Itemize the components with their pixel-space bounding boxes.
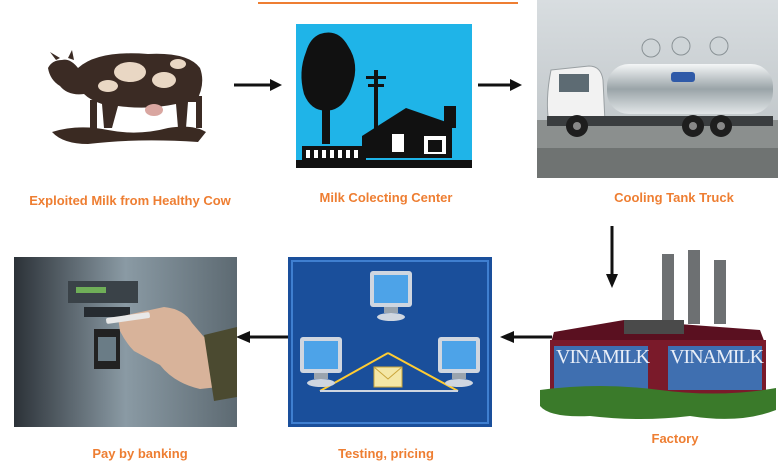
collecting-center-illustration	[296, 24, 472, 168]
label-pay-by-banking: Pay by banking	[92, 446, 188, 461]
arrow-truck-to-factory	[605, 226, 619, 288]
factory-sign-right: VINAMILK	[670, 346, 764, 368]
label-collecting-center: Milk Colecting Center	[319, 190, 453, 205]
label-cooling-truck: Cooling Tank Truck	[614, 190, 734, 205]
testing-network-illustration	[288, 257, 492, 427]
factory-sign-left: VINAMILK	[556, 346, 650, 368]
atm-banking-photo	[14, 257, 237, 427]
label-testing-pricing: Testing, pricing	[338, 446, 434, 461]
cow-illustration	[38, 40, 216, 150]
top-accent-line	[258, 2, 518, 4]
arrow-testing-to-bank	[236, 330, 288, 344]
label-factory: Factory	[651, 431, 699, 446]
arrow-center-to-truck	[478, 78, 522, 92]
arrow-cow-to-center	[234, 78, 282, 92]
factory-illustration: VINAMILK VINAMILK	[540, 250, 776, 424]
label-cow: Exploited Milk from Healthy Cow	[29, 193, 231, 208]
cooling-tank-truck-photo	[537, 0, 778, 178]
arrow-factory-to-testing	[500, 330, 552, 344]
